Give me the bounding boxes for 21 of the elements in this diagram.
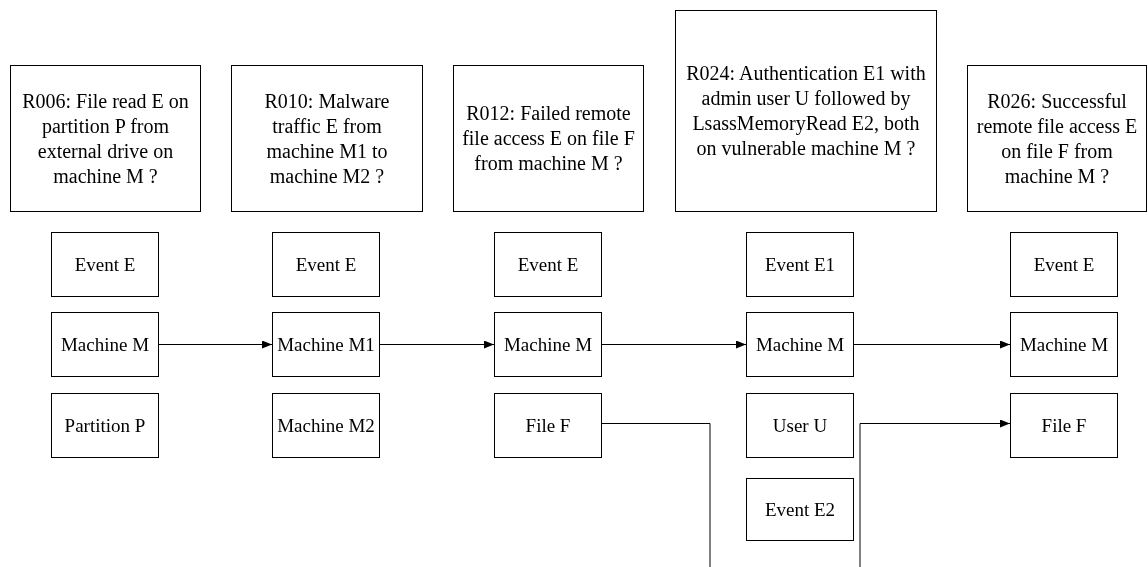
- entity-box: Event E: [51, 232, 159, 297]
- arrow: [379, 340, 495, 349]
- entity-box: Event E1: [746, 232, 854, 297]
- entity-box: User U: [746, 393, 854, 458]
- entity-box: Event E: [494, 232, 602, 297]
- entity-box: File F: [1010, 393, 1118, 458]
- entity-box: Partition P: [51, 393, 159, 458]
- arrow: [859, 419, 1011, 567]
- entity-box: Event E: [1010, 232, 1118, 297]
- entity-box: Event E2: [746, 478, 854, 541]
- entity-box: Machine M1: [272, 312, 380, 377]
- arrow: [158, 340, 273, 349]
- entity-box: Machine M: [494, 312, 602, 377]
- entity-box: Event E: [272, 232, 380, 297]
- entity-box: Machine M: [746, 312, 854, 377]
- entity-box: Machine M: [1010, 312, 1118, 377]
- arrow: [601, 340, 747, 349]
- arrow: [853, 340, 1011, 349]
- entity-box: Machine M: [51, 312, 159, 377]
- entity-box: File F: [494, 393, 602, 458]
- entity-box: Machine M2: [272, 393, 380, 458]
